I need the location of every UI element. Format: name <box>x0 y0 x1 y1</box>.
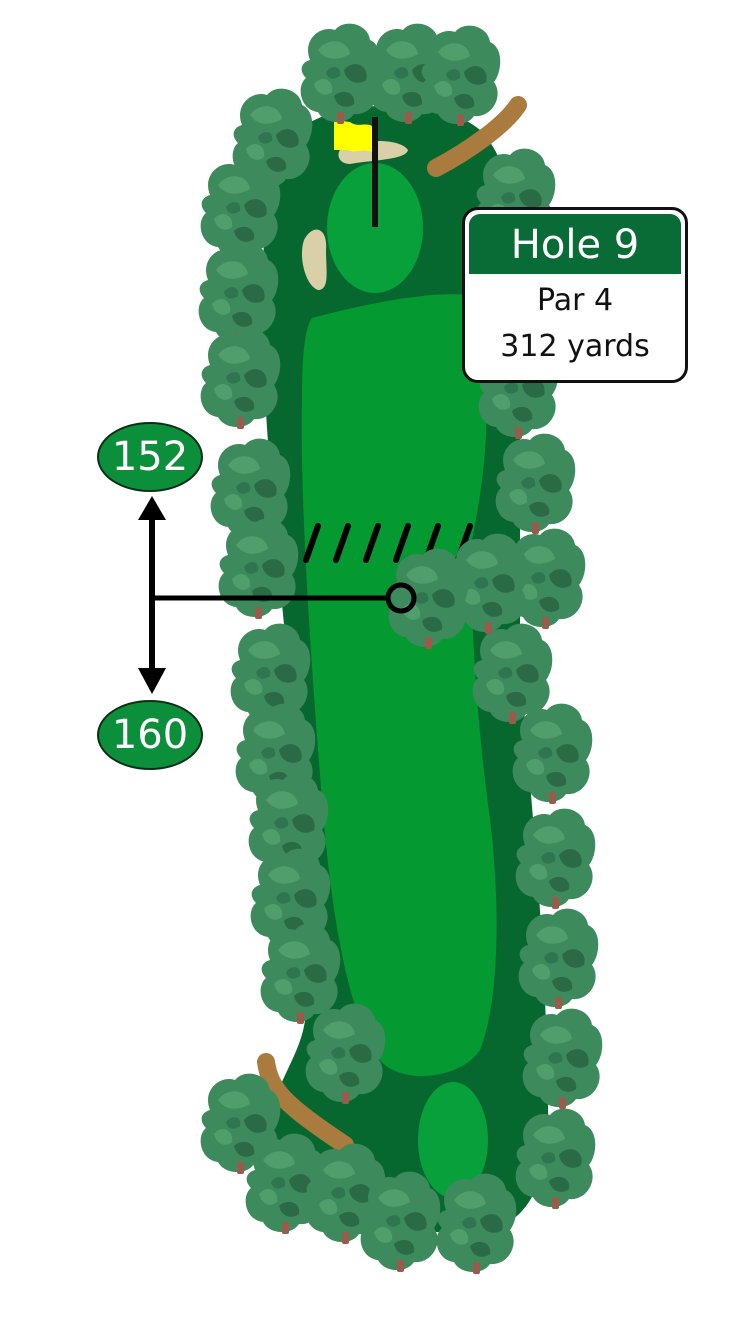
bunker-left <box>301 229 327 290</box>
cart-path-top <box>427 96 527 177</box>
yardage-marker-lower: 160 <box>97 700 203 770</box>
arrow-up-icon <box>138 496 166 520</box>
pin-flag-icon <box>334 117 378 227</box>
yardage-marker-upper: 152 <box>97 422 203 492</box>
hole-info-card: Hole 9 Par 4 312 yards <box>462 207 688 383</box>
cart-path-bottom <box>257 1053 354 1154</box>
fairway <box>301 294 497 1077</box>
distance-guide <box>138 496 417 694</box>
putting-green <box>327 163 423 293</box>
tee-box <box>418 1082 488 1198</box>
hole-title: Hole 9 <box>469 214 681 274</box>
target-circle-icon <box>385 582 417 614</box>
arrow-down-icon <box>138 668 166 694</box>
hole-par: Par 4 <box>536 283 614 318</box>
hole-length: 312 yards <box>500 329 650 364</box>
